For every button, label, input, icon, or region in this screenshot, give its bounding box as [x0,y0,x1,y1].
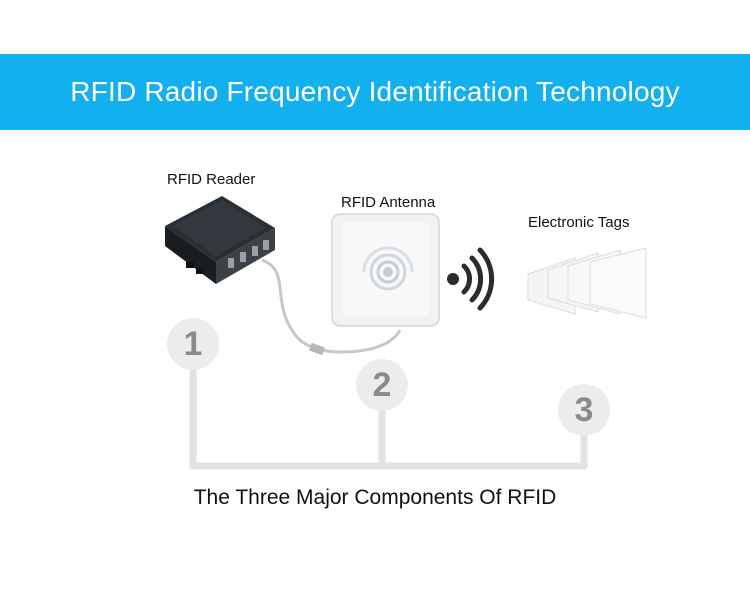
antenna-cable [261,258,402,354]
rfid-reader-icon [165,196,275,284]
electronic-tags-icon [527,247,647,319]
number-badge-1: 1 [167,318,219,370]
number-badge-3: 3 [558,384,610,436]
rfid-antenna-icon [331,213,440,327]
reader-label: RFID Reader [167,171,256,188]
tags-label: Electronic Tags [528,214,630,231]
footer-caption: The Three Major Components Of RFID [193,486,557,509]
signal-waves-icon [447,247,495,311]
page-title: RFID Radio Frequency Identification Tech… [70,76,680,107]
connector-lines [189,366,588,470]
cable-connector [309,342,325,356]
number-badge-2: 2 [356,359,408,411]
antenna-label: RFID Antenna [341,194,436,211]
header-banner: RFID Radio Frequency Identification Tech… [0,54,750,130]
